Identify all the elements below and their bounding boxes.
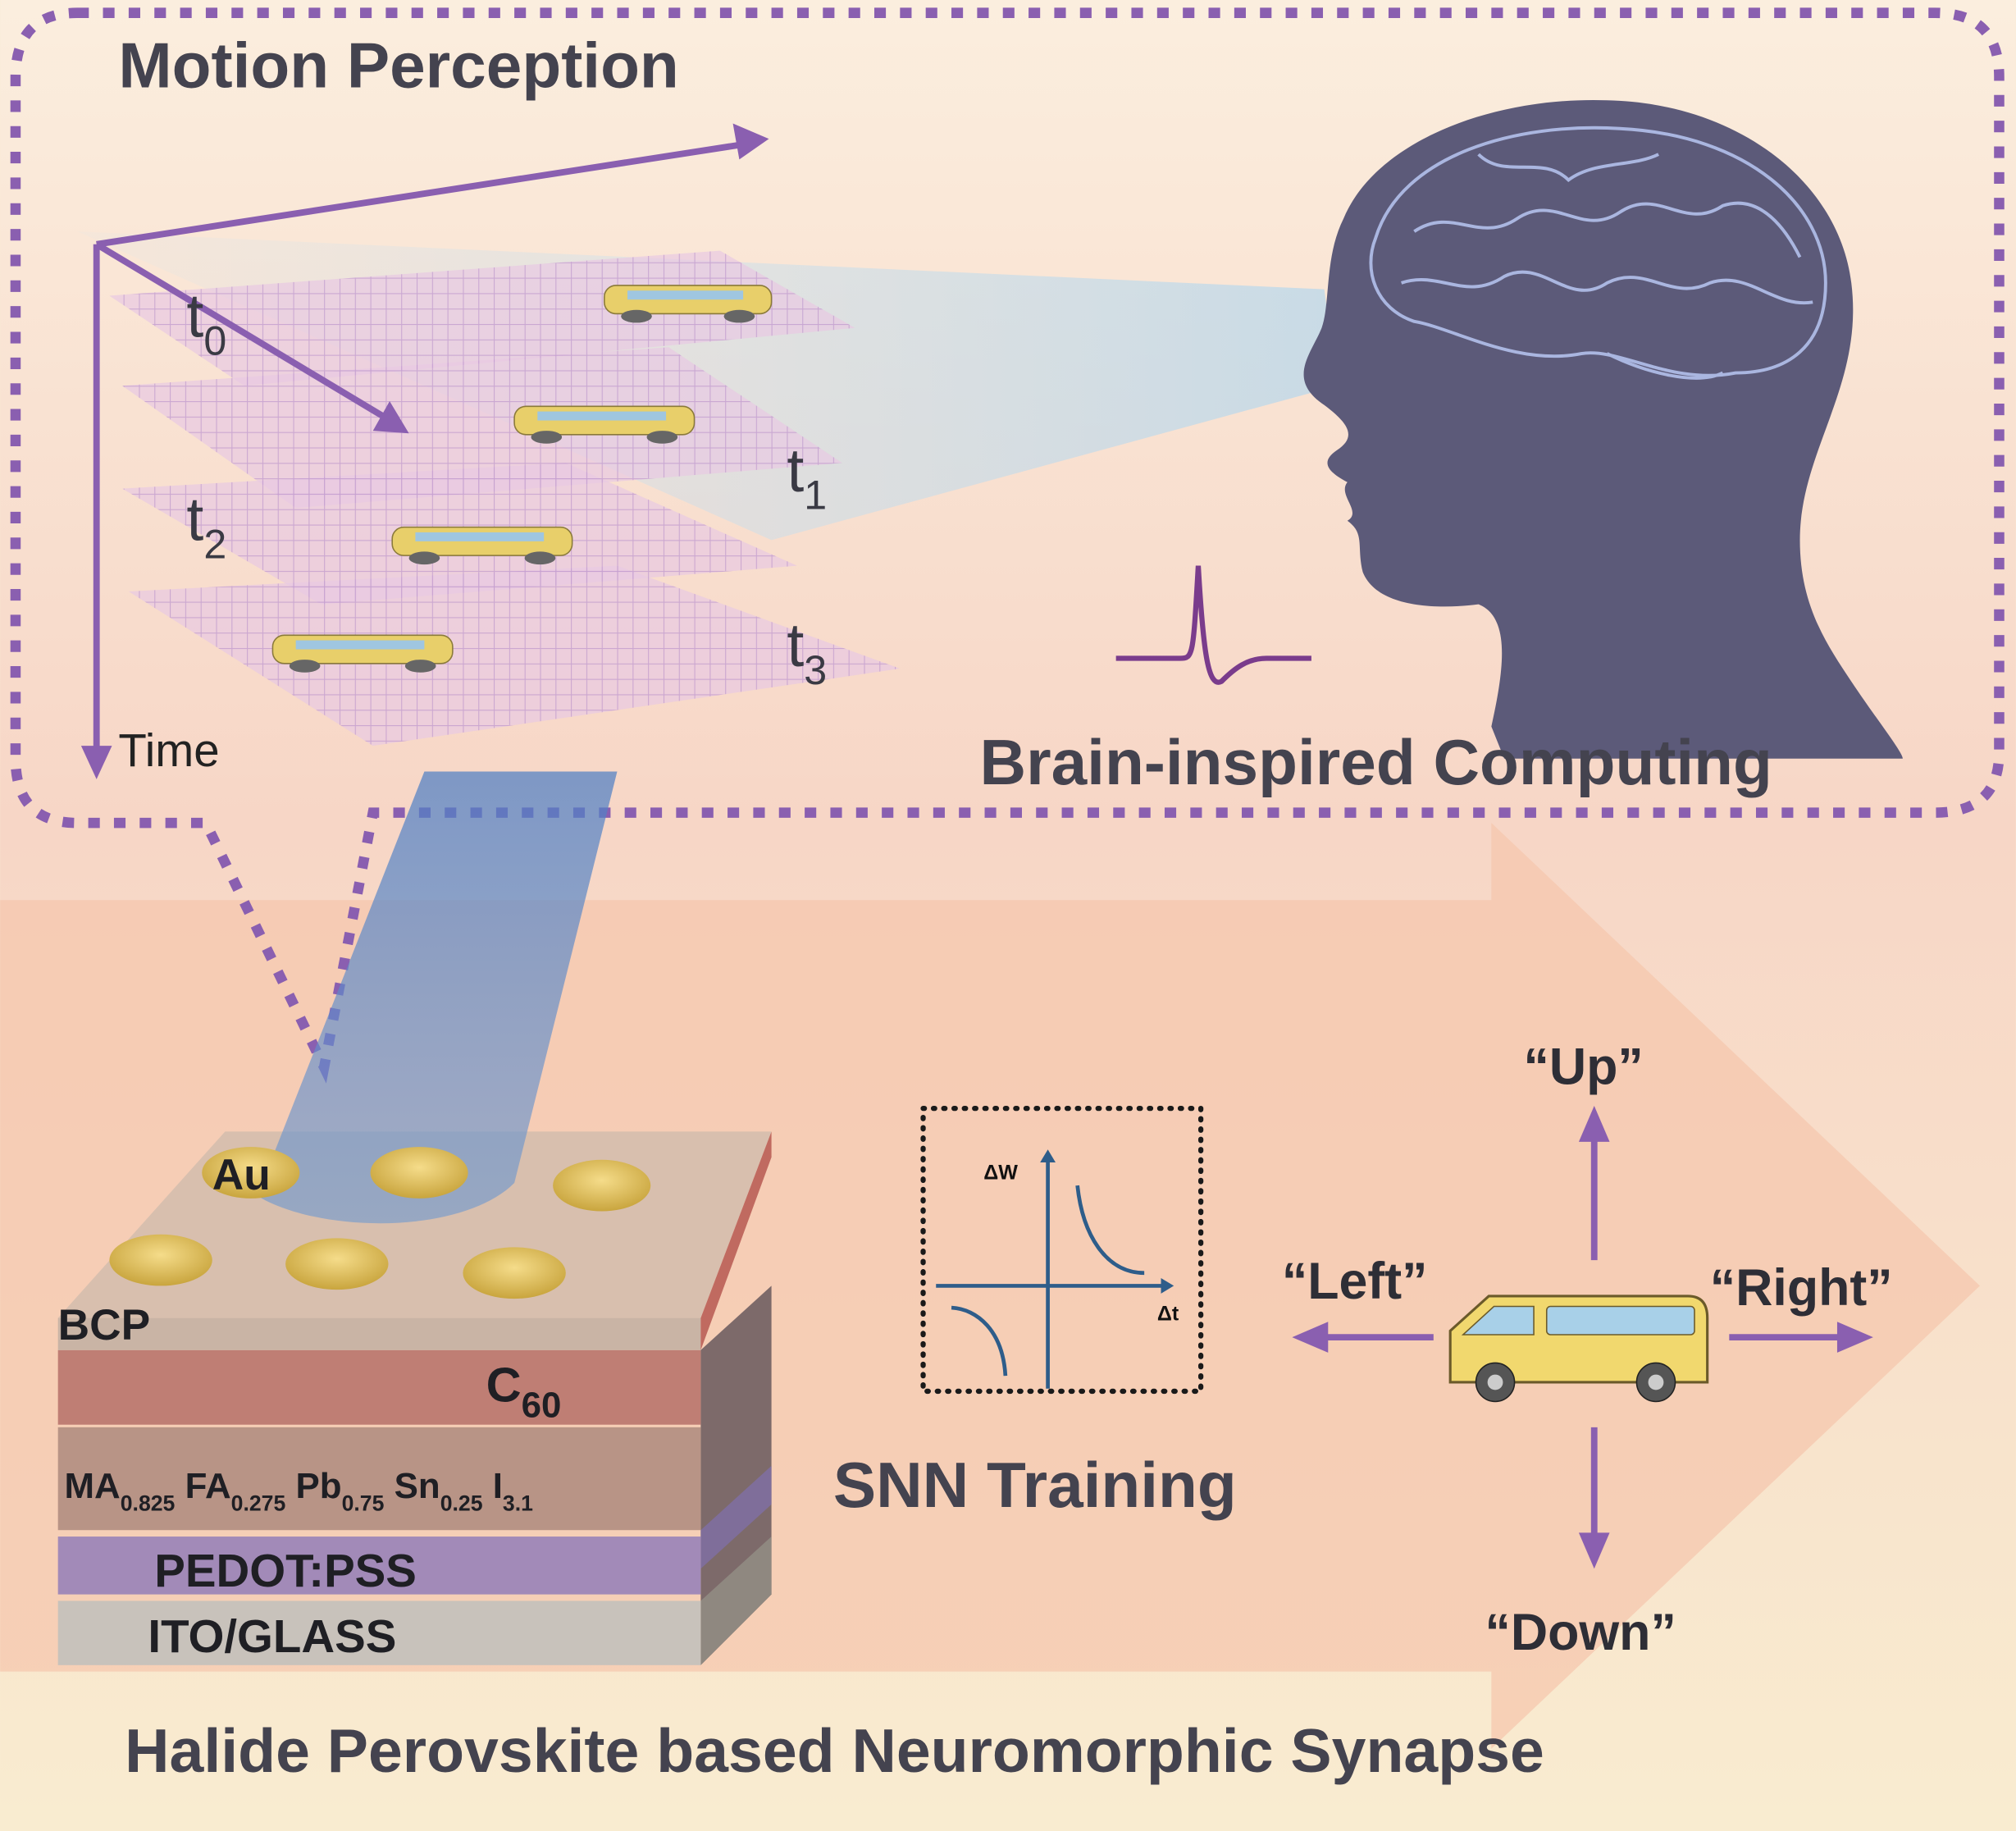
head-silhouette: [1303, 99, 1903, 759]
stdp-x-label: Δt: [1157, 1303, 1179, 1326]
stdp-curve-ltp: [1075, 1185, 1145, 1276]
motion-perception-title: Motion Perception: [118, 30, 678, 102]
frame-planes: [109, 250, 901, 747]
au-pad: [202, 1147, 300, 1199]
label-c60: C60: [486, 1357, 562, 1425]
frame-label-t2: t2: [186, 484, 226, 567]
frame-label-t0: t0: [186, 281, 226, 364]
spike-waveform-icon: [1115, 565, 1311, 685]
label-pedot: PEDOT:PSS: [154, 1545, 417, 1596]
car-icon: [513, 405, 696, 444]
snn-training-title: SNN Training: [833, 1449, 1237, 1521]
layer-pedot: [57, 1536, 701, 1595]
direction-arrows: [1292, 1105, 1873, 1569]
layer-perovskite: [57, 1427, 701, 1531]
footer-title: Halide Perovskite based Neuromorphic Syn…: [125, 1716, 1544, 1785]
layer-ito: [57, 1600, 701, 1665]
label-bcp: BCP: [58, 1301, 151, 1349]
car-icon: [604, 285, 773, 323]
label-right: “Right”: [1710, 1259, 1893, 1317]
car-icon: [391, 526, 573, 565]
label-left: “Left”: [1282, 1253, 1428, 1310]
stdp-y-label: ΔW: [983, 1161, 1018, 1184]
label-ito: ITO/GLASS: [148, 1610, 396, 1662]
au-pad: [370, 1147, 468, 1199]
layer-bcp: [57, 1317, 701, 1350]
motion-panel-frame: [10, 7, 2005, 1084]
brain-inspired-title: Brain-inspired Computing: [980, 726, 1772, 798]
au-pad: [463, 1247, 566, 1299]
au-pad: [553, 1159, 651, 1212]
label-perovskite: MA0.825 FA0.275 Pb0.75 Sn0.25 I3.1: [65, 1466, 534, 1519]
car-icon: [271, 634, 454, 673]
car-icons: [271, 285, 773, 673]
frame-label-t1: t1: [787, 436, 827, 518]
brain-icon: [1369, 126, 1827, 380]
layer-c60: [57, 1349, 701, 1425]
label-au: Au: [212, 1151, 271, 1199]
au-electrodes: [109, 1147, 651, 1299]
time-axes: [80, 123, 769, 779]
van-icon: [1448, 1294, 1709, 1403]
light-beam: [257, 771, 618, 1224]
label-down: “Down”: [1485, 1604, 1676, 1661]
au-pad: [109, 1234, 212, 1286]
time-axis-label: Time: [118, 724, 219, 776]
au-pad: [285, 1238, 389, 1290]
label-up: “Up”: [1524, 1038, 1644, 1095]
frame-label-t3: t3: [787, 610, 827, 693]
stdp-curve-ltd: [951, 1305, 1008, 1377]
